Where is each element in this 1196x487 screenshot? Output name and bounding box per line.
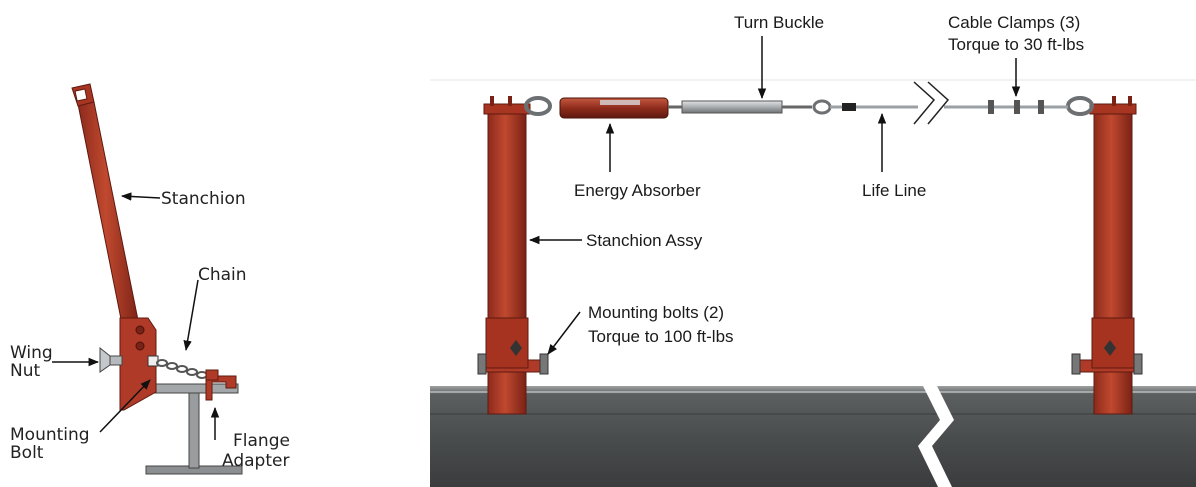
svg-text:Mounting: Mounting: [10, 425, 90, 445]
svg-text:Torque to 30 ft-lbs: Torque to 30 ft-lbs: [948, 35, 1084, 54]
svg-text:Wing: Wing: [10, 343, 53, 363]
svg-text:Life Line: Life Line: [862, 181, 926, 200]
wing-nut: [99, 346, 123, 373]
label-stanchion-assy: Stanchion Assy: [528, 231, 703, 250]
label-life-line: Life Line: [862, 112, 926, 200]
stanchion-post: [71, 83, 141, 335]
chain: [156, 359, 219, 381]
left-side-view: Stanchion Chain Wing Nut Mounting Bolt F…: [10, 83, 290, 475]
svg-text:Flange: Flange: [233, 431, 290, 451]
svg-text:Chain: Chain: [198, 265, 247, 285]
label-stanchion: Stanchion: [120, 189, 246, 209]
svg-text:Energy Absorber: Energy Absorber: [574, 181, 701, 200]
svg-text:Bolt: Bolt: [10, 443, 44, 463]
right-stanchion-assy: [1071, 96, 1143, 415]
turn-buckle: [681, 100, 783, 114]
life-line-cable: [524, 81, 1094, 125]
label-cable-clamps: Cable Clamps (3) Torque to 30 ft-lbs: [948, 13, 1084, 98]
svg-text:Cable Clamps (3): Cable Clamps (3): [948, 13, 1080, 32]
label-turn-buckle: Turn Buckle: [734, 13, 824, 100]
right-front-view: Turn Buckle Cable Clamps (3) Torque to 3…: [430, 13, 1196, 487]
label-flange-adapter: Flange Adapter: [210, 406, 290, 471]
label-energy-absorber: Energy Absorber: [574, 122, 701, 200]
svg-text:Stanchion Assy: Stanchion Assy: [586, 231, 703, 250]
left-i-beam: [145, 383, 243, 475]
flange-adapter: [205, 375, 237, 401]
cable-clamp: [1038, 100, 1044, 114]
label-mounting-bolt: Mounting Bolt: [10, 379, 151, 463]
cable-clamp: [988, 100, 994, 114]
svg-text:Stanchion: Stanchion: [161, 189, 246, 209]
stanchion-base: [119, 317, 159, 411]
svg-text:Adapter: Adapter: [222, 451, 289, 471]
label-wing-nut: Wing Nut: [10, 343, 100, 381]
svg-text:Nut: Nut: [10, 361, 40, 381]
left-stanchion-assy: [477, 96, 549, 415]
right-i-beam: [430, 384, 1196, 487]
svg-text:Mounting bolts (2): Mounting bolts (2): [588, 303, 724, 322]
label-chain: Chain: [183, 265, 247, 352]
svg-text:Turn Buckle: Turn Buckle: [734, 13, 824, 32]
svg-text:Torque to 100 ft-lbs: Torque to 100 ft-lbs: [588, 327, 734, 346]
label-mounting-bolts: Mounting bolts (2) Torque to 100 ft-lbs: [547, 303, 734, 355]
cable-clamp: [1014, 100, 1020, 114]
